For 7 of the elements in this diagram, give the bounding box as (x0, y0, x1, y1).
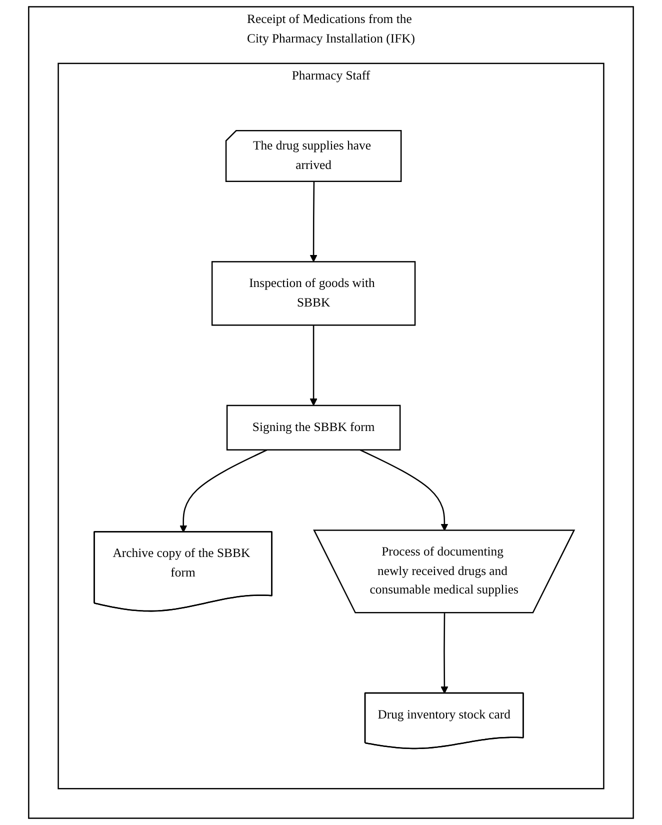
arrow (180, 449, 268, 533)
arrow (440, 613, 448, 694)
arrow (310, 325, 318, 406)
node-box: Inspection of goods with SBBK (211, 261, 416, 326)
node-box: Signing the SBBK form (226, 404, 401, 450)
arrow (360, 449, 448, 531)
arrow (310, 182, 318, 262)
